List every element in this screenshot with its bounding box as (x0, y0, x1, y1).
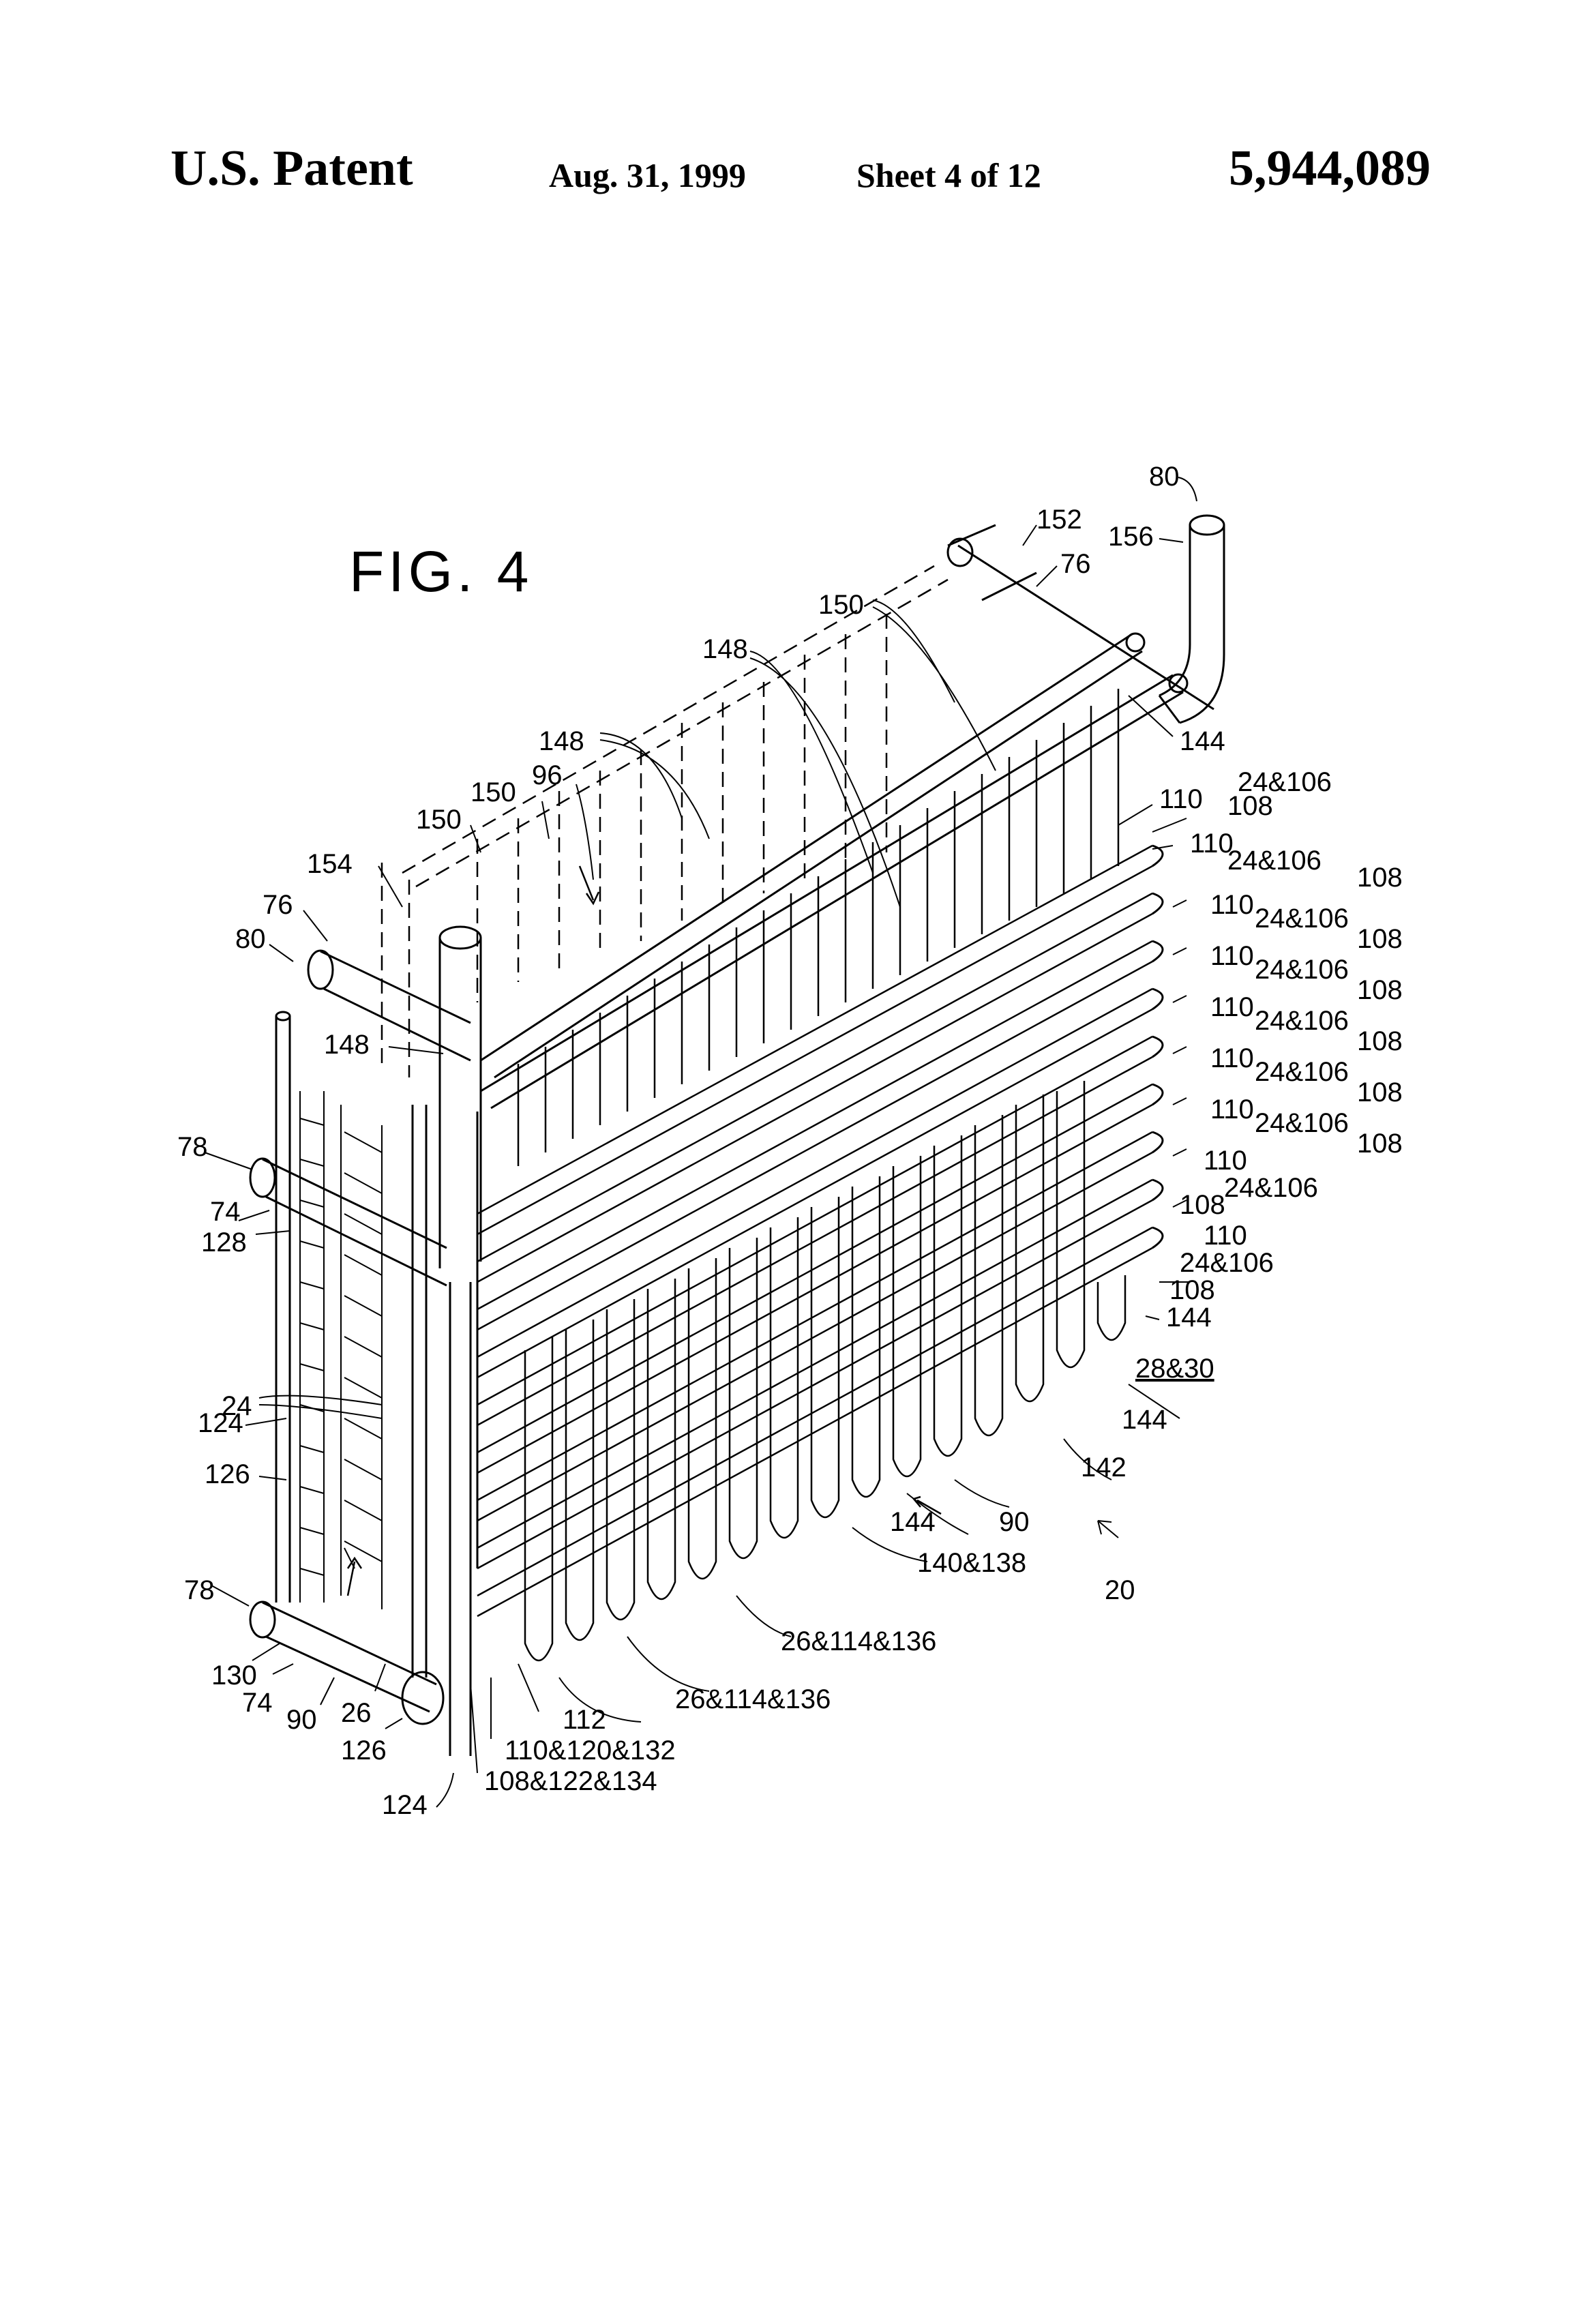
label-110-r1: 110 (1159, 784, 1203, 814)
label-130: 130 (211, 1660, 257, 1690)
label-148-mid: 148 (539, 726, 584, 756)
label-112: 112 (563, 1705, 606, 1735)
label-20: 20 (1105, 1575, 1135, 1605)
label-108-r8: 108 (1180, 1190, 1225, 1220)
label-90-left: 90 (286, 1705, 317, 1735)
label-24-106-r7: 24&106 (1255, 1108, 1349, 1138)
label-144-top: 144 (1180, 726, 1225, 756)
label-96: 96 (532, 760, 563, 790)
label-108-r3: 108 (1357, 924, 1403, 954)
label-74-top: 74 (210, 1197, 241, 1227)
label-108-r7: 108 (1357, 1129, 1403, 1159)
label-90-right: 90 (999, 1507, 1030, 1537)
label-26: 26 (341, 1698, 372, 1728)
riser-pipe-right (1159, 516, 1224, 723)
label-150-mid: 150 (471, 777, 516, 807)
upper-vertical-tubes (518, 689, 1118, 1166)
label-144-lower: 144 (1122, 1405, 1167, 1435)
label-24-106-r4: 24&106 (1255, 955, 1349, 985)
label-24-106-r8: 24&106 (1224, 1173, 1318, 1203)
label-80-left: 80 (235, 924, 266, 954)
label-74-bottom: 74 (242, 1688, 273, 1718)
label-110-r6: 110 (1210, 1043, 1254, 1073)
label-144-right: 144 (1166, 1302, 1212, 1332)
label-140-138: 140&138 (917, 1548, 1026, 1578)
main-tube-bundle (477, 846, 1152, 1616)
label-24: 24 (222, 1391, 252, 1421)
label-108-122-134: 108&122&134 (484, 1766, 657, 1796)
label-156: 156 (1108, 522, 1154, 552)
label-108-r5: 108 (1357, 1026, 1403, 1056)
label-26-114-136-b: 26&114&136 (675, 1684, 831, 1714)
right-return-bends (1152, 846, 1163, 1248)
rear-dashed-frame (382, 566, 948, 1077)
label-142: 142 (1081, 1452, 1126, 1483)
label-78-bottom: 78 (184, 1575, 215, 1605)
label-24-106-r2: 24&106 (1227, 846, 1322, 876)
label-150-left: 150 (416, 805, 462, 835)
label-150-top: 150 (818, 590, 864, 620)
label-24-106-r3: 24&106 (1255, 904, 1349, 934)
label-144-bottom: 144 (890, 1507, 936, 1537)
left-finned-tubes (300, 1091, 382, 1609)
label-110-120-132: 110&120&132 (505, 1735, 676, 1766)
label-128: 128 (201, 1227, 247, 1257)
label-80-top: 80 (1149, 462, 1180, 492)
label-76-left: 76 (263, 890, 293, 920)
label-108-r6: 108 (1357, 1077, 1403, 1107)
label-24-106-r6: 24&106 (1255, 1057, 1349, 1087)
label-126-left: 126 (205, 1459, 250, 1489)
label-26-114-136-a: 26&114&136 (781, 1626, 936, 1656)
label-76-top: 76 (1060, 549, 1091, 579)
label-108-r2: 108 (1357, 863, 1403, 893)
label-108-r9: 108 (1169, 1275, 1215, 1305)
label-110-r3: 110 (1210, 890, 1254, 920)
label-24-106-r9: 24&106 (1180, 1248, 1274, 1278)
label-126-bottom: 126 (341, 1735, 387, 1766)
label-148-top: 148 (702, 634, 748, 664)
label-24-106-r5: 24&106 (1255, 1006, 1349, 1036)
label-110-r9: 110 (1204, 1221, 1247, 1251)
label-28-30: 28&30 (1135, 1354, 1214, 1384)
label-78-top: 78 (177, 1132, 208, 1162)
label-152: 152 (1036, 505, 1082, 535)
label-108-r1: 108 (1227, 791, 1273, 821)
label-110-r4: 110 (1210, 941, 1254, 971)
left-header-pipes (250, 951, 471, 1724)
label-110-r7: 110 (1210, 1094, 1254, 1124)
label-110-r8: 110 (1204, 1146, 1247, 1176)
label-108-r4: 108 (1357, 975, 1403, 1005)
label-154: 154 (307, 849, 353, 879)
label-148-left: 148 (324, 1030, 370, 1060)
label-110-r5: 110 (1210, 992, 1254, 1022)
label-124-bottom: 124 (382, 1790, 428, 1820)
